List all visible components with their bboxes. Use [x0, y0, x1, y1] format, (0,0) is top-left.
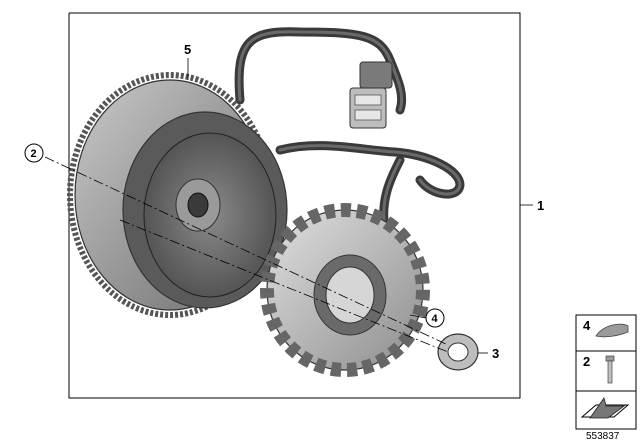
- arrow-icon: [580, 397, 630, 419]
- document-number: 553837: [586, 431, 620, 442]
- connector-plug: [349, 61, 393, 129]
- callout-key-circled-label: 2: [31, 148, 37, 160]
- axis-lines: [44, 156, 449, 353]
- flywheel-rotor: [67, 72, 288, 318]
- screw-icon: [605, 355, 615, 384]
- woodruff-key-icon: [595, 323, 629, 338]
- callout-washer-circled: 4: [425, 308, 445, 328]
- callout-nut: 3: [492, 346, 499, 361]
- legend-key-number: 4: [583, 318, 591, 333]
- stator-coil: [260, 203, 430, 377]
- hex-nut: [437, 333, 479, 371]
- callout-flywheel: 5: [184, 42, 191, 57]
- assembly-frame: [68, 12, 521, 399]
- wiring-harness: [234, 27, 465, 235]
- callout-key-circled: 2: [24, 143, 44, 163]
- leader-lines: [187, 58, 533, 354]
- callout-main-assembly: 1: [537, 198, 544, 213]
- legend-panel: 4 2: [575, 314, 637, 430]
- legend-screw-number: 2: [583, 354, 590, 369]
- callout-washer-circled-label: 4: [432, 313, 439, 325]
